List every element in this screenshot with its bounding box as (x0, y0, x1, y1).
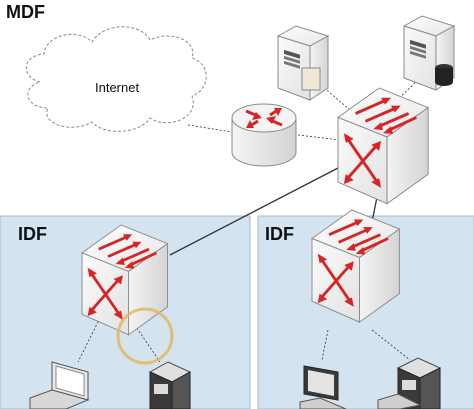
cloud-icon (25, 26, 207, 132)
links (77, 79, 419, 363)
idf-left-label: IDF (18, 224, 47, 244)
desktop-icon (377, 357, 442, 409)
server-icon (277, 25, 329, 101)
idf-right-label: IDF (265, 224, 294, 244)
core-switch-icon (336, 86, 430, 206)
desktop-icon (299, 365, 347, 409)
highlight-ring (116, 307, 174, 365)
router-icon (231, 103, 297, 167)
server-icon (403, 15, 455, 91)
mdf-label: MDF (6, 2, 45, 22)
laptop-icon (29, 361, 90, 409)
internet-label: Internet (95, 80, 140, 95)
desktop-icon (148, 361, 192, 409)
